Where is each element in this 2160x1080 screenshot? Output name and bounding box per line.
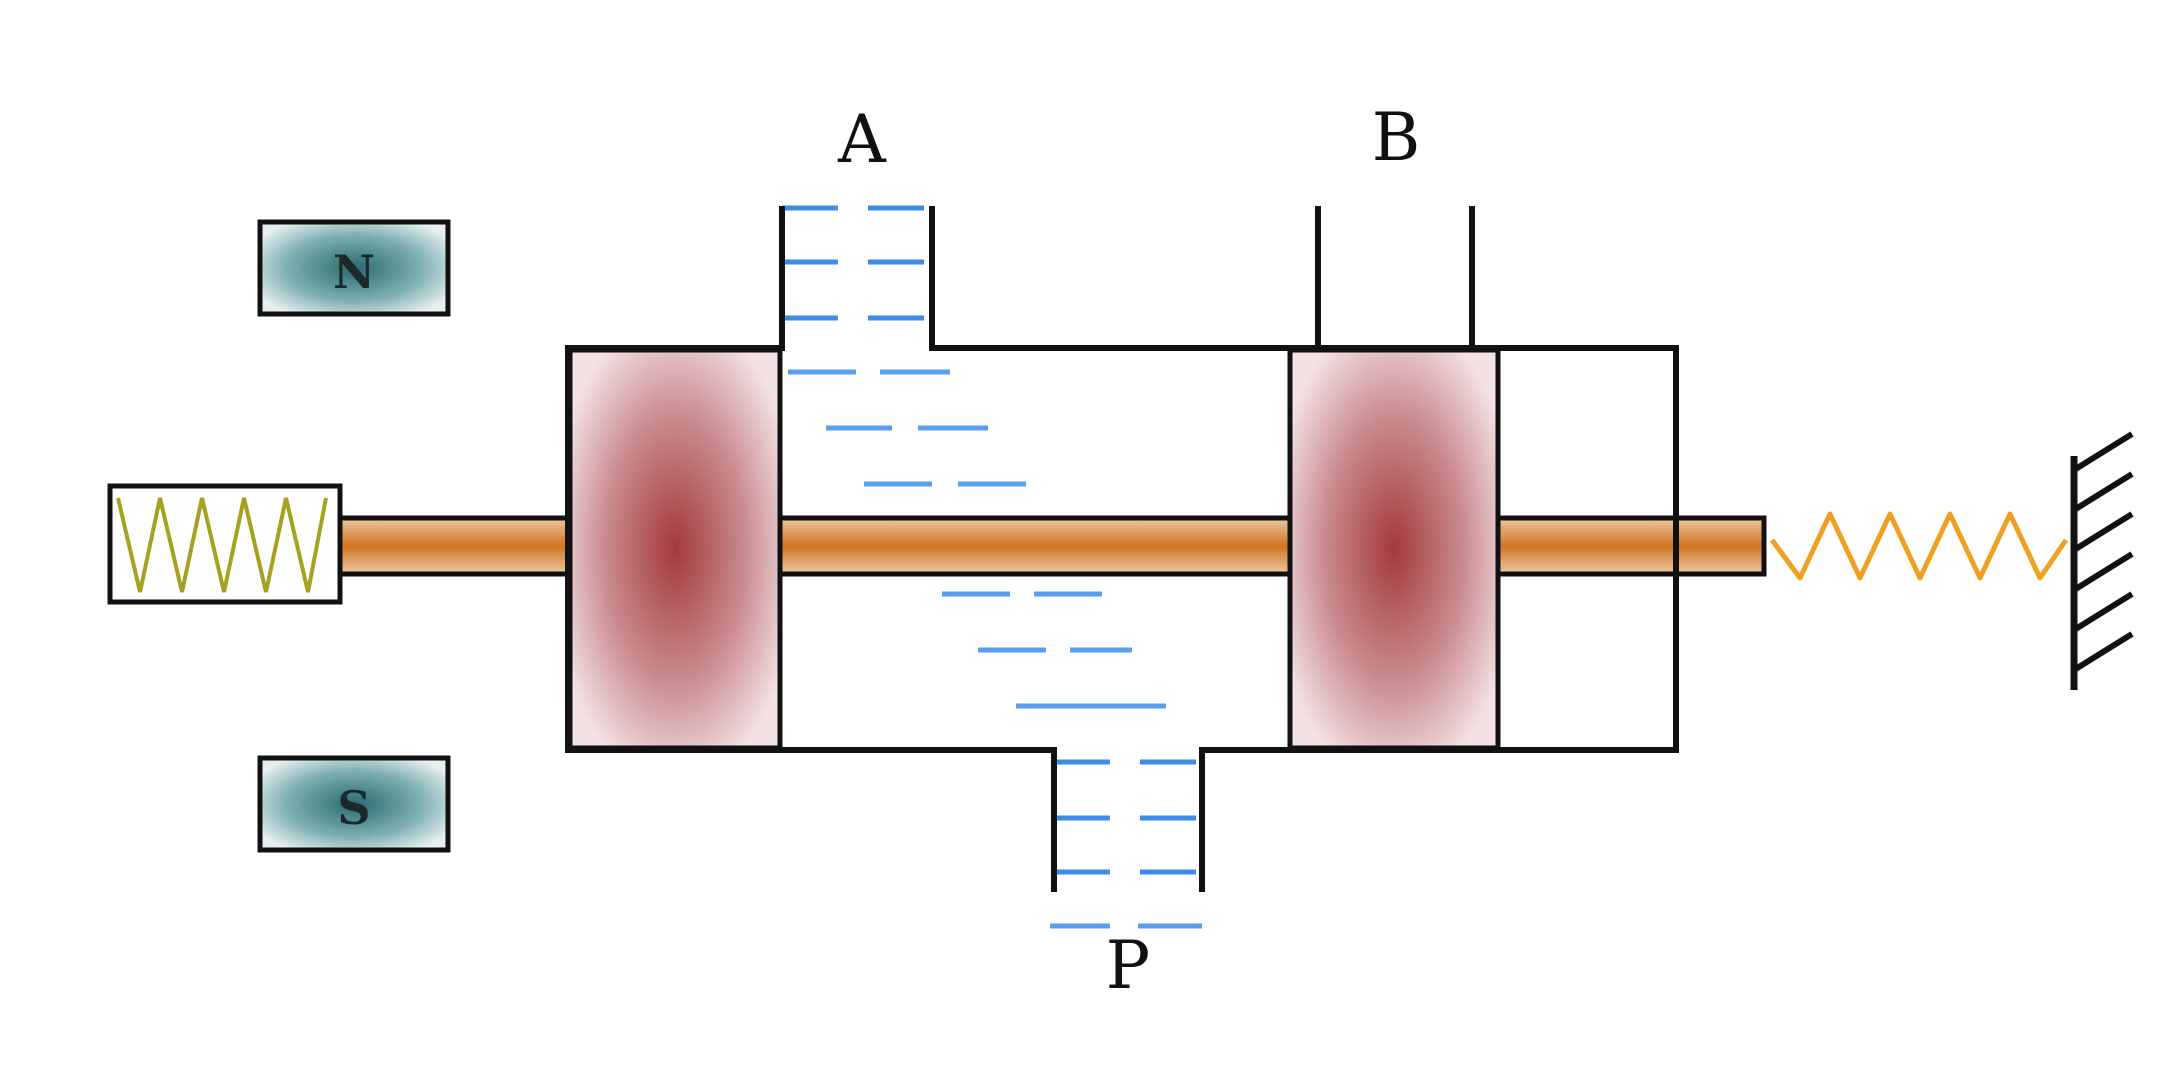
port-b-label: B <box>1372 99 1421 176</box>
return-spring <box>1769 511 2069 581</box>
wall-mount <box>2070 431 2134 690</box>
valve-body-outline-right <box>929 206 1679 892</box>
port-p-label: P <box>1106 927 1150 1004</box>
fluid-flow <box>782 205 1202 929</box>
south-magnet-label: S <box>337 781 370 835</box>
south-magnet: S <box>257 755 451 853</box>
spool-land-left <box>567 347 783 751</box>
spool-land-right <box>1287 347 1501 751</box>
spool-rod <box>337 515 1767 577</box>
solenoid-coil <box>107 483 343 605</box>
north-magnet-label: N <box>333 245 375 299</box>
port-a-label: A <box>837 101 887 178</box>
north-magnet: N <box>257 219 451 317</box>
